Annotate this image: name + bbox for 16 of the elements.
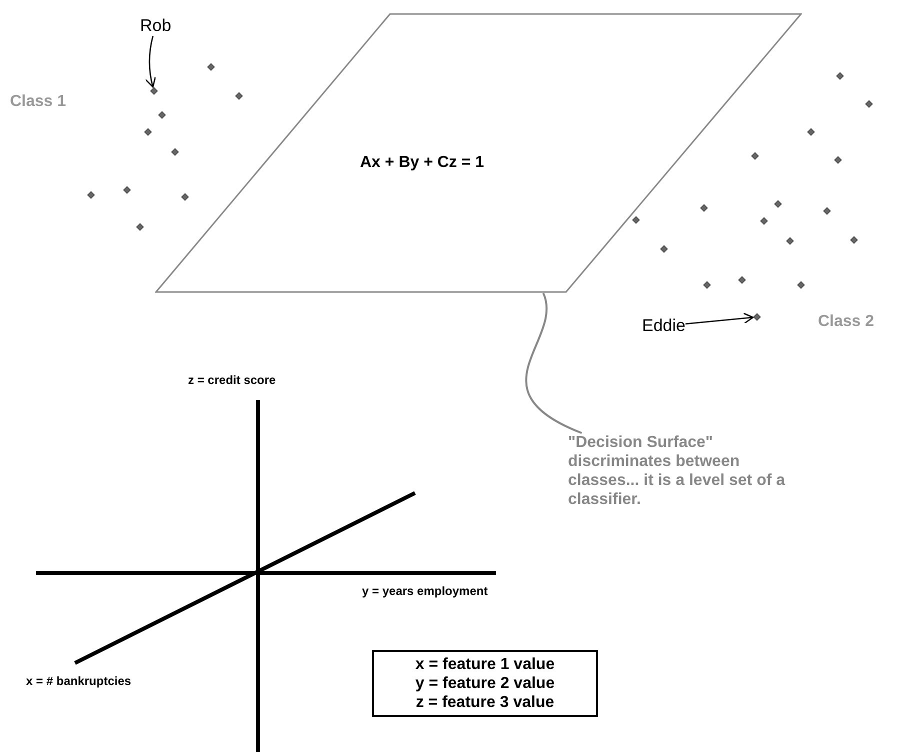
axis-label: x = # bankruptcies bbox=[26, 674, 132, 688]
class-label: Class 1 bbox=[10, 93, 66, 111]
definition-text: y = feature 2 value bbox=[414, 674, 556, 693]
definition-text: x = feature 1 value bbox=[414, 655, 556, 674]
name-label: Rob bbox=[140, 16, 172, 36]
equation-label: Ax + By + Cz = 1 bbox=[360, 154, 484, 172]
axis-label: y = years employment bbox=[362, 584, 488, 598]
arrow bbox=[145, 36, 156, 88]
arrow bbox=[685, 312, 754, 325]
key-box bbox=[372, 650, 598, 717]
axis-label: z = credit score bbox=[188, 373, 276, 387]
definition-text: z = feature 3 value bbox=[414, 693, 556, 712]
leader-line bbox=[525, 292, 582, 434]
name-label: Eddie bbox=[642, 316, 686, 336]
annotation-text: "Decision Surface" discriminates between classes... it is a level set of a classifier. bbox=[568, 433, 793, 509]
class-label: Class 2 bbox=[818, 313, 874, 331]
